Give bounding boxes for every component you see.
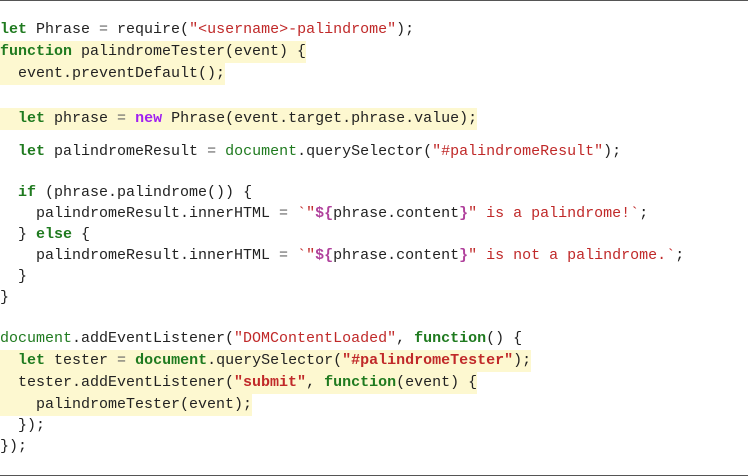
operator: = <box>279 247 289 264</box>
keyword: let <box>18 352 46 369</box>
space <box>216 143 225 160</box>
builtin: document <box>0 330 73 347</box>
builtin: document <box>225 143 298 160</box>
code-line-9: palindromeResult.innerHTML = `"${phrase.… <box>0 245 684 267</box>
code-text: ; <box>675 247 685 264</box>
code-line-7: palindromeResult.innerHTML = `"${phrase.… <box>0 203 648 225</box>
code-text: (event) { <box>396 374 478 391</box>
code-line-11: } <box>0 287 9 309</box>
code-line-12: document.addEventListener("DOMContentLoa… <box>0 328 522 350</box>
space <box>288 205 297 222</box>
indent <box>0 184 18 201</box>
interpolation: ${ <box>315 205 334 222</box>
code-text: Phrase(event.target.phrase.value); <box>162 110 478 127</box>
keyword: function <box>324 374 397 391</box>
code-line-1: let Phrase = require("<username>-palindr… <box>0 19 414 41</box>
code-line-3: event.preventDefault(); <box>0 63 226 85</box>
string-literal: "submit" <box>234 374 307 391</box>
code-text: phrase.content <box>333 247 460 264</box>
code-text: palindromeResult.innerHTML <box>0 205 280 222</box>
keyword: else <box>36 226 73 243</box>
template-literal: `" <box>297 205 316 222</box>
code-text: }); <box>0 438 28 455</box>
operator: = <box>207 143 217 160</box>
code-line-17: }); <box>0 436 27 458</box>
keyword: function <box>0 43 73 60</box>
operator: = <box>279 205 289 222</box>
string-literal: "DOMContentLoaded" <box>234 330 397 347</box>
template-literal: " is not a palindrome.` <box>468 247 676 264</box>
code-line-4: let phrase = new Phrase(event.target.phr… <box>0 108 478 130</box>
code-text: }); <box>0 417 46 434</box>
indent <box>0 110 18 127</box>
interpolation: ${ <box>315 247 334 264</box>
code-text: palindromeResult <box>45 143 208 160</box>
space <box>126 110 135 127</box>
code-text: tester <box>45 352 118 369</box>
code-text: palindromeTester(event); <box>0 396 253 413</box>
code-text: () { <box>486 330 523 347</box>
code-text: } <box>0 268 28 285</box>
code-text: .addEventListener( <box>72 330 235 347</box>
code-text: ); <box>513 352 532 369</box>
code-text: (phrase.palindrome()) { <box>36 184 253 201</box>
keyword: if <box>18 184 37 201</box>
code-text: { <box>72 226 91 243</box>
interpolation: } <box>459 247 469 264</box>
operator: = <box>99 21 109 38</box>
keyword: let <box>18 143 46 160</box>
string-literal: "#palindromeTester" <box>342 352 514 369</box>
operator: = <box>117 352 127 369</box>
code-line-6: if (phrase.palindrome()) { <box>0 182 252 204</box>
code-text: phrase.content <box>333 205 460 222</box>
code-text: Phrase <box>27 21 100 38</box>
code-line-2: function palindromeTester(event) { <box>0 41 307 63</box>
template-literal: " is a palindrome!` <box>468 205 640 222</box>
code-text: , <box>306 374 325 391</box>
code-line-10: } <box>0 266 27 288</box>
operator: = <box>117 110 127 127</box>
code-text: } <box>0 289 10 306</box>
code-text: ); <box>603 143 622 160</box>
code-text: phrase <box>45 110 118 127</box>
code-text: tester.addEventListener( <box>0 374 235 391</box>
code-text: .querySelector( <box>297 143 433 160</box>
code-text: palindromeResult.innerHTML <box>0 247 280 264</box>
code-line-14: tester.addEventListener("submit", functi… <box>0 372 478 394</box>
string-literal: "<username>-palindrome" <box>189 21 397 38</box>
builtin: document <box>135 352 208 369</box>
code-text: } <box>0 226 37 243</box>
code-line-13: let tester = document.querySelector("#pa… <box>0 350 532 372</box>
keyword: let <box>18 110 46 127</box>
code-line-8: } else { <box>0 224 90 246</box>
code-text: , <box>396 330 415 347</box>
string-literal: "#palindromeResult" <box>432 143 604 160</box>
keyword: function <box>414 330 487 347</box>
code-line-15: palindromeTester(event); <box>0 394 253 416</box>
code-text: .querySelector( <box>207 352 343 369</box>
code-line-16: }); <box>0 415 45 437</box>
code-text: ; <box>639 205 649 222</box>
new-keyword: new <box>135 110 163 127</box>
code-text: palindromeTester(event) { <box>72 43 307 60</box>
code-line-5: let palindromeResult = document.querySel… <box>0 141 621 163</box>
keyword: let <box>0 21 28 38</box>
indent <box>0 143 18 160</box>
code-text: require( <box>108 21 190 38</box>
space <box>288 247 297 264</box>
interpolation: } <box>459 205 469 222</box>
template-literal: `" <box>297 247 316 264</box>
code-text: ); <box>396 21 415 38</box>
code-text: event.preventDefault(); <box>0 65 226 82</box>
space <box>126 352 135 369</box>
indent <box>0 352 18 369</box>
